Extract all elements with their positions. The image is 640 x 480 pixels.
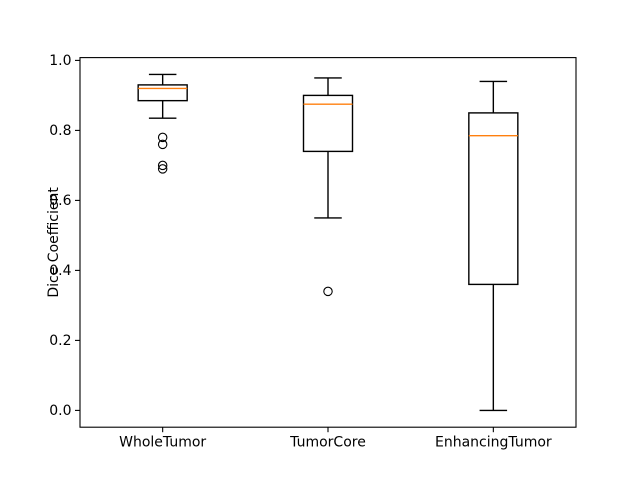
iqr-box (137, 84, 188, 102)
y-tick-label: 0.6 (49, 193, 71, 209)
box-group-WholeTumor (137, 73, 188, 174)
outlier-point (157, 132, 168, 143)
y-tick-label: 0.2 (49, 333, 71, 349)
x-tick-label: WholeTumor (119, 435, 206, 451)
outlier-point (323, 286, 333, 297)
x-tick-label: EnhancingTumor (435, 435, 552, 451)
y-axis-label: Dice Coefficient (46, 187, 62, 298)
y-tick-label: 1.0 (49, 53, 71, 69)
outlier-point (157, 160, 168, 171)
iqr-box (302, 94, 354, 153)
outlier-point (157, 164, 168, 174)
y-tick-label: 0.0 (49, 403, 71, 419)
iqr-box (468, 112, 519, 286)
y-tick-label: 0.8 (49, 123, 71, 139)
y-tick-label: 0.4 (49, 263, 71, 279)
box-group-EnhancingTumor (468, 80, 519, 412)
x-tick-label: TumorCore (289, 435, 366, 451)
box-group-TumorCore (302, 77, 354, 297)
outlier-point (157, 139, 168, 150)
